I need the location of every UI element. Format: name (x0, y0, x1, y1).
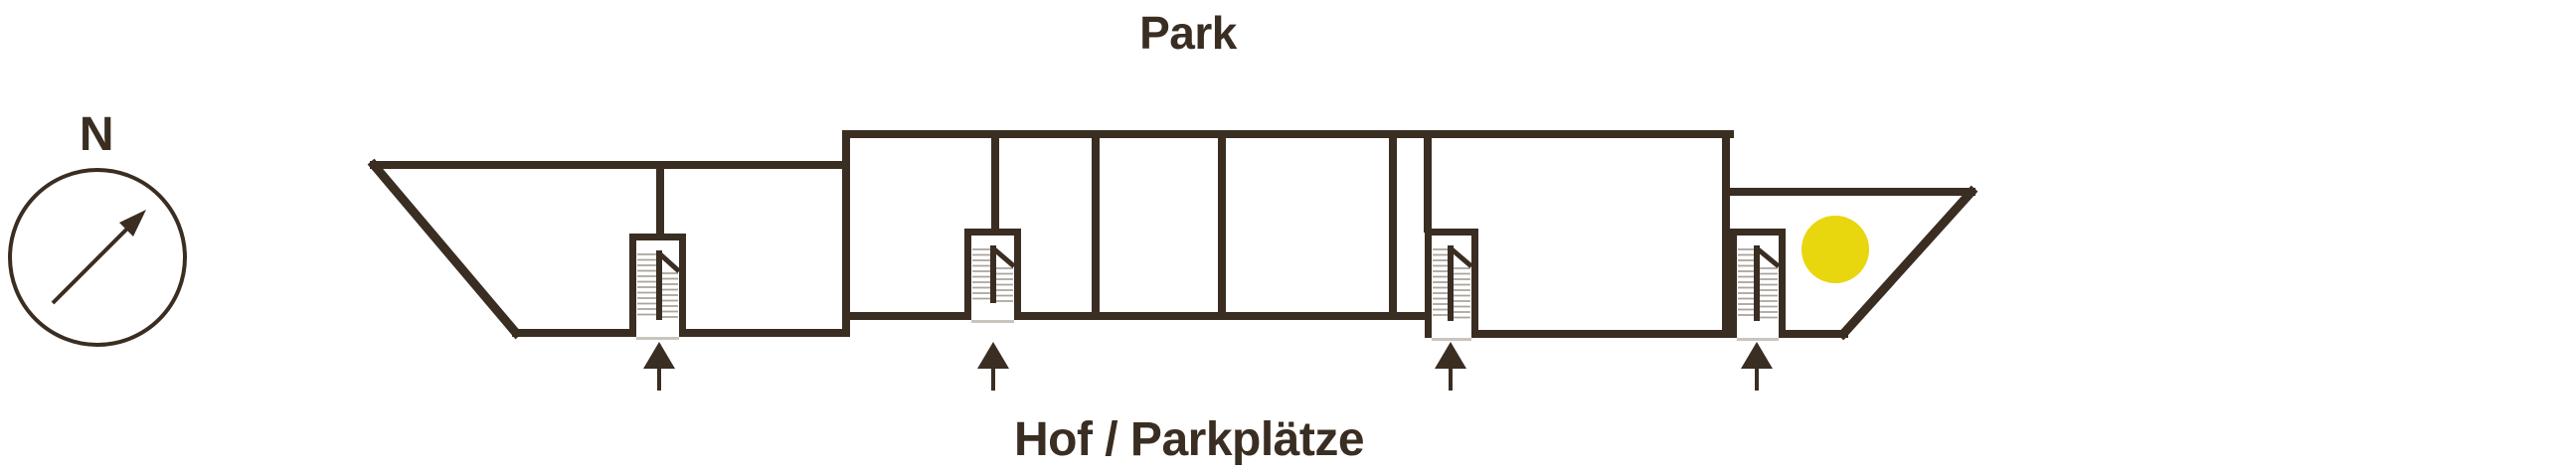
park-area-label: Park (1139, 7, 1237, 59)
stairs-icon (1425, 229, 1478, 341)
compass-icon (8, 168, 187, 347)
compass-north-label: N (79, 108, 114, 161)
hof-parkplaetze-area-label: Hof / Parkplätze (1013, 413, 1365, 466)
stairs-icon (629, 234, 686, 340)
entrance-arrows (643, 342, 1773, 391)
stairs-icon (1730, 229, 1786, 341)
stairwells (629, 229, 1786, 341)
north-arrow-icon (51, 210, 146, 305)
entrance-arrow-icon (643, 342, 675, 391)
entrance-arrow-icon (1435, 342, 1466, 391)
entrance-arrow-icon (977, 342, 1009, 391)
stairs-icon (964, 229, 1021, 323)
location-marker-icon (1802, 216, 1869, 283)
entrance-arrow-icon (1741, 342, 1773, 391)
